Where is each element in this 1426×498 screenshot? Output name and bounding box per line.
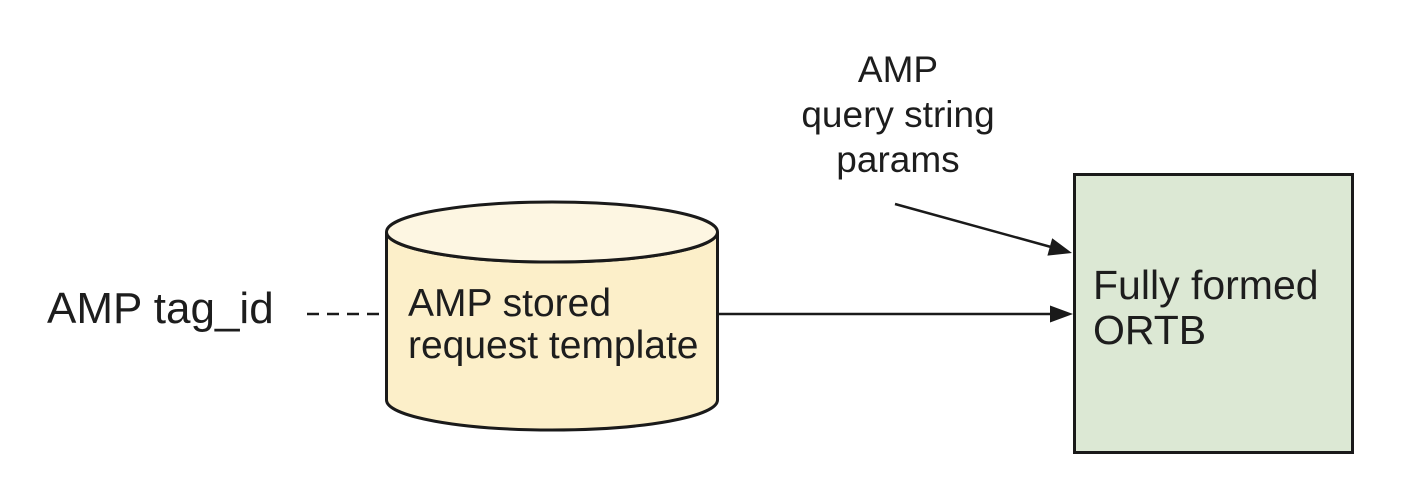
- label-amp-tag-id: AMP tag_id: [47, 284, 274, 333]
- arrowhead-cylinder-to-box: [1050, 305, 1073, 323]
- connector-params-to-box: [894, 202, 1052, 249]
- label-amp-query-string-params: AMP query string params: [801, 49, 995, 180]
- cylinder-top: [385, 200, 719, 264]
- label-fully-formed-ortb: Fully formed ORTB: [1093, 262, 1319, 353]
- arrowhead-params-to-box: [1047, 238, 1072, 256]
- label-amp-stored-request-template: AMP stored request template: [408, 282, 699, 367]
- ortb-box: [1073, 173, 1354, 454]
